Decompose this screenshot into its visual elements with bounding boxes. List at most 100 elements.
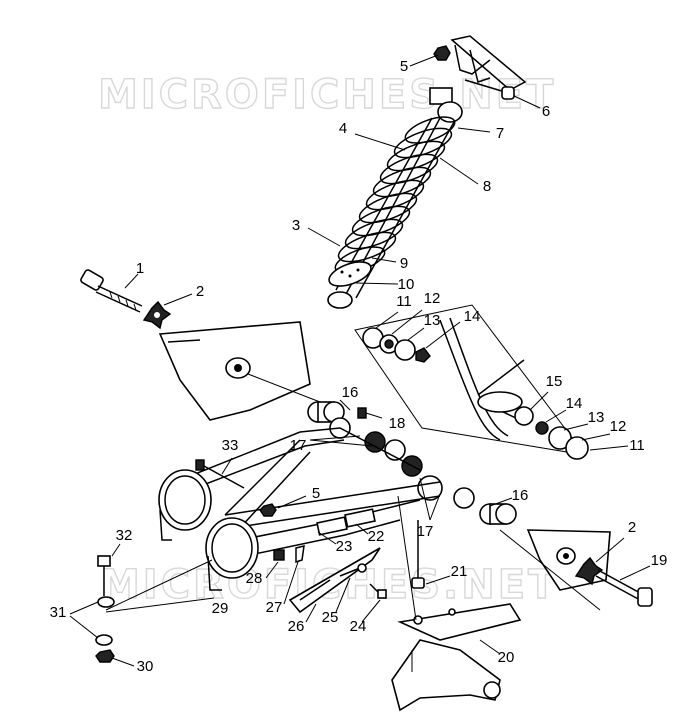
bolt-33 bbox=[195, 457, 245, 489]
upper-mount-bracket bbox=[450, 35, 527, 91]
star-washer-2-right bbox=[574, 537, 625, 586]
washers-31 bbox=[69, 596, 115, 646]
axis-line-lower bbox=[397, 495, 417, 621]
leader-7 bbox=[457, 127, 491, 133]
bolt-24 bbox=[361, 583, 387, 623]
callout-17: 17 bbox=[417, 523, 434, 540]
leader-17-upper-a bbox=[309, 435, 361, 441]
callout-14: 14 bbox=[566, 395, 583, 412]
callout-12: 12 bbox=[610, 418, 627, 435]
bracket-26 bbox=[288, 547, 381, 614]
clamp-29-upper bbox=[158, 469, 212, 541]
axis-line-left-2 bbox=[105, 597, 215, 613]
callout-7: 7 bbox=[496, 125, 504, 142]
callout-23: 23 bbox=[336, 538, 353, 555]
callout-8: 8 bbox=[483, 178, 491, 195]
leader-16-upper bbox=[339, 399, 351, 411]
callout-19: 19 bbox=[651, 552, 668, 569]
callout-27: 27 bbox=[266, 599, 283, 616]
callout-5: 5 bbox=[400, 58, 408, 75]
callout-24: 24 bbox=[350, 618, 367, 635]
leader-14-top bbox=[425, 321, 461, 349]
callout-15: 15 bbox=[546, 373, 563, 390]
callout-17: 17 bbox=[290, 437, 307, 454]
bolt-19 bbox=[595, 565, 653, 607]
a-arm-frame bbox=[184, 427, 441, 556]
callout-13: 13 bbox=[424, 312, 441, 329]
leader-8 bbox=[439, 157, 479, 185]
left-guard-plate bbox=[158, 321, 311, 421]
coil-spring bbox=[334, 116, 456, 274]
washers-left-stack bbox=[362, 327, 431, 363]
axis-line-right bbox=[499, 529, 601, 611]
callout-16: 16 bbox=[512, 487, 529, 504]
pivot-axis-line bbox=[247, 373, 321, 403]
leader-10 bbox=[355, 282, 399, 285]
callout-6: 6 bbox=[542, 103, 550, 120]
callout-12: 12 bbox=[424, 290, 441, 307]
rear-pivot-hub bbox=[477, 359, 589, 460]
callout-16: 16 bbox=[342, 384, 359, 401]
grease-zerk-28 bbox=[265, 549, 285, 579]
callout-14: 14 bbox=[464, 308, 481, 325]
bolt-32 bbox=[97, 543, 121, 596]
pin-25 bbox=[335, 563, 367, 613]
callout-26: 26 bbox=[288, 618, 305, 635]
bushings-lower bbox=[453, 487, 517, 525]
callout-9: 9 bbox=[400, 255, 408, 272]
leader-15 bbox=[529, 391, 549, 411]
callout-31: 31 bbox=[50, 604, 67, 621]
bushings-upper bbox=[307, 401, 443, 501]
nut-5-lower bbox=[259, 495, 307, 517]
lower-bracket-20 bbox=[391, 603, 522, 712]
leader-13-right bbox=[563, 423, 589, 431]
bolt-1 bbox=[80, 269, 143, 313]
callout-2: 2 bbox=[628, 519, 636, 536]
leader-26 bbox=[305, 603, 317, 623]
callout-10: 10 bbox=[398, 276, 415, 293]
nut-30 bbox=[95, 649, 135, 667]
clamp-29-lower bbox=[205, 517, 259, 591]
leader-22 bbox=[355, 523, 369, 535]
leader-4 bbox=[354, 133, 406, 151]
callout-22: 22 bbox=[368, 528, 385, 545]
bolt-6 bbox=[464, 79, 541, 109]
leader-9 bbox=[371, 257, 397, 263]
leader-11-right bbox=[589, 445, 629, 451]
callout-5: 5 bbox=[312, 485, 320, 502]
callout-11: 11 bbox=[629, 437, 645, 454]
callout-33: 33 bbox=[222, 437, 239, 454]
leader-17-upper-b bbox=[309, 439, 373, 447]
callout-3: 3 bbox=[292, 217, 300, 234]
leader-14-right bbox=[545, 409, 567, 423]
callout-21: 21 bbox=[451, 563, 468, 580]
callout-29: 29 bbox=[212, 600, 229, 617]
callout-11: 11 bbox=[396, 293, 412, 310]
callout-25: 25 bbox=[322, 609, 339, 626]
callout-4: 4 bbox=[339, 120, 347, 137]
star-washer-2 bbox=[142, 293, 193, 330]
nut-5-top bbox=[409, 45, 451, 67]
grease-fitting-18 bbox=[357, 407, 383, 419]
callout-28: 28 bbox=[246, 570, 263, 587]
callout-13: 13 bbox=[588, 409, 605, 426]
callout-18: 18 bbox=[389, 415, 406, 432]
leader-3 bbox=[307, 227, 341, 247]
leader-12-right bbox=[581, 433, 611, 441]
spring-seat bbox=[328, 261, 372, 287]
callout-30: 30 bbox=[137, 658, 154, 675]
axis-line-left bbox=[105, 559, 213, 611]
leader-12-top bbox=[391, 309, 423, 335]
leader-16-lower bbox=[489, 497, 513, 507]
bolt-21 bbox=[411, 520, 451, 589]
leader-23 bbox=[317, 531, 337, 545]
leader-13-top bbox=[407, 327, 425, 341]
leader-11-top bbox=[375, 311, 399, 329]
callout-1: 1 bbox=[136, 260, 144, 277]
callout-20: 20 bbox=[498, 649, 515, 666]
callout-32: 32 bbox=[116, 527, 133, 544]
callout-2: 2 bbox=[196, 283, 204, 300]
